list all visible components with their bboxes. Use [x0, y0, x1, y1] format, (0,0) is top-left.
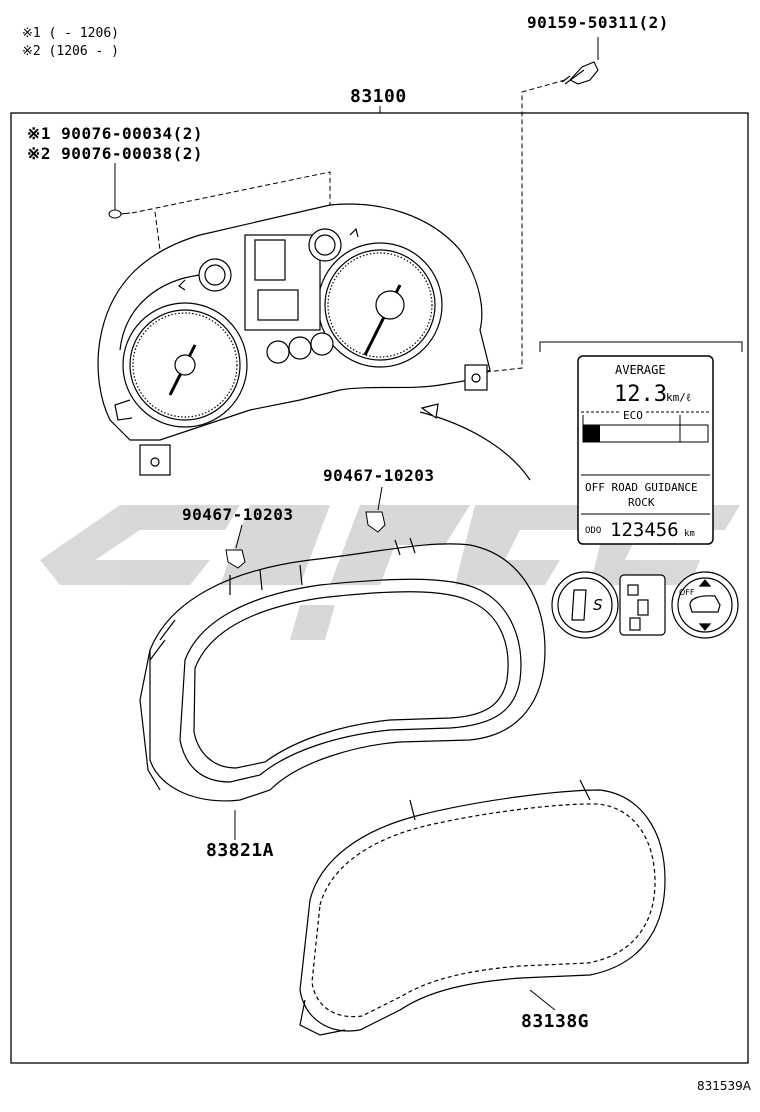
part-clip-left: 90467-10203 — [182, 505, 294, 524]
part-clip-right: 90467-10203 — [323, 466, 435, 485]
part-assembly: 83100 — [350, 86, 407, 107]
switch-detail — [551, 571, 739, 639]
switch-off-label: OFF — [679, 588, 695, 597]
display-odo-label: ODO — [585, 526, 602, 536]
multi-info-display — [577, 355, 714, 545]
part-screw-2: ※2 90076-00038(2) — [27, 144, 204, 163]
clip-90467-left — [225, 524, 246, 569]
part-screw-1: ※1 90076-00034(2) — [27, 124, 204, 143]
display-unit: km/ℓ — [666, 391, 692, 404]
note-2: ※2 (1206 - ) — [22, 44, 119, 59]
part-hood: 83821A — [206, 840, 275, 861]
part-glass: 83138G — [521, 1011, 590, 1032]
note-1: ※1 ( - 1206) — [22, 26, 119, 41]
display-value: 12.3 — [614, 382, 667, 407]
watermark-logo — [40, 505, 740, 640]
screw-90076 — [108, 209, 131, 219]
bolt-90159 — [561, 61, 599, 85]
display-odo-value: 123456 — [610, 519, 679, 541]
meter-glass — [299, 779, 666, 1036]
part-bolt-top: 90159-50311(2) — [527, 13, 669, 32]
meter-hood — [139, 537, 546, 802]
display-odo-unit: km — [684, 529, 695, 539]
clip-90467-right — [365, 486, 386, 533]
display-eco: ECO — [620, 410, 646, 421]
combination-meter — [97, 203, 491, 476]
display-guidance-1: OFF ROAD GUIDANCE — [585, 481, 698, 494]
display-header: AVERAGE — [615, 363, 666, 377]
switch-s-label: S — [593, 596, 603, 614]
diagram-reference: 831539A — [697, 1079, 752, 1093]
display-guidance-2: ROCK — [628, 496, 655, 509]
